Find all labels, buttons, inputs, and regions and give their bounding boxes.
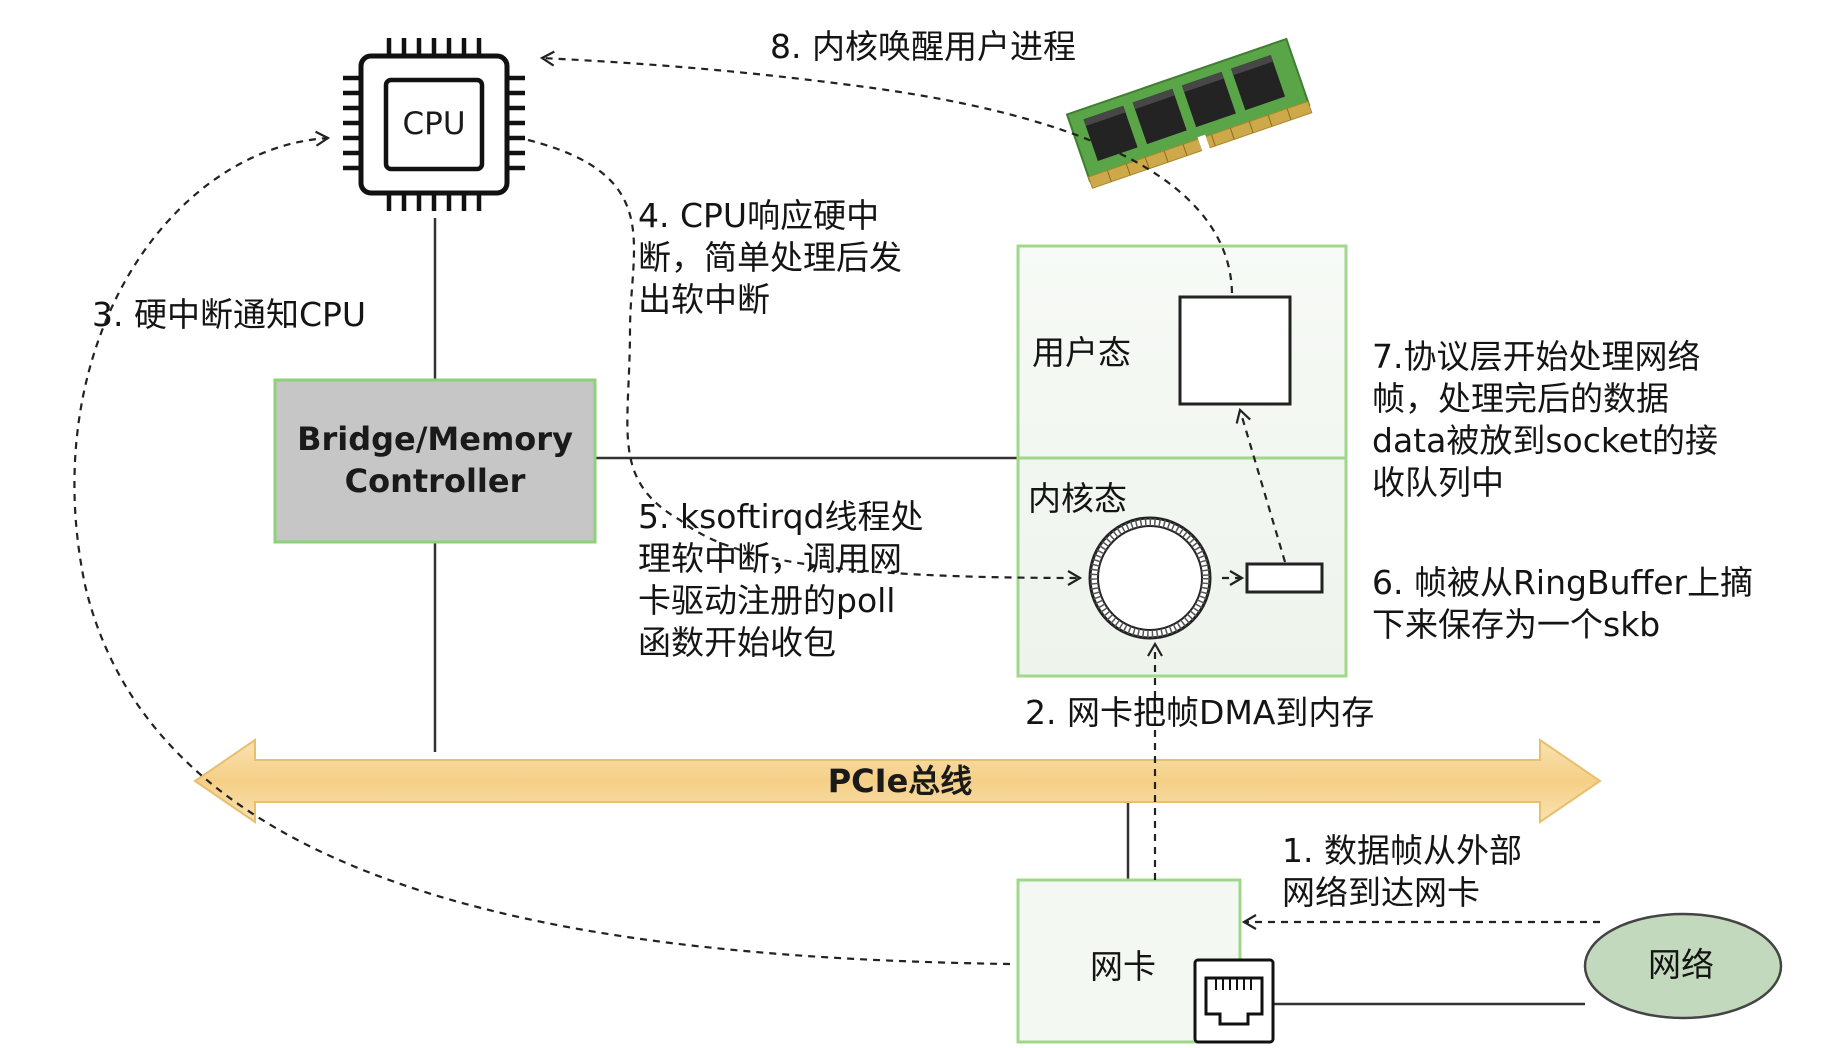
arrow-step3-hard-irq xyxy=(73,130,1011,966)
cpu-label: CPU xyxy=(402,106,466,142)
step8-label: 8. 内核唤醒用户进程 xyxy=(770,27,1076,66)
kernel-space-label: 内核态 xyxy=(1028,479,1127,518)
step6-label: 6. 帧被从RingBuffer上摘 下来保存为一个skb xyxy=(1372,563,1754,644)
network-ellipse xyxy=(1583,912,1783,1020)
step4-label: 4. CPU响应硬中 断，简单处理后发 出软中断 xyxy=(638,196,902,319)
ring-buffer xyxy=(1088,516,1212,640)
nic-label: 网卡 xyxy=(1090,947,1156,986)
user-process-box xyxy=(1178,295,1292,406)
network-label: 网络 xyxy=(1648,945,1714,984)
bridge-memory-controller-label: Bridge/Memory Controller xyxy=(297,420,573,500)
step1-label: 1. 数据帧从外部 网络到达网卡 xyxy=(1282,831,1522,912)
pcie-bus-label: PCIe总线 xyxy=(827,762,973,800)
pcie-bus-arrow xyxy=(193,738,1602,824)
bridge-memory-controller-box xyxy=(273,378,597,544)
ethernet-port-icon xyxy=(1193,958,1275,1044)
step2-label: 2. 网卡把帧DMA到内存 xyxy=(1025,693,1375,732)
step3-label: 3. 硬中断通知CPU xyxy=(92,295,367,334)
arrow-step8-wakeup xyxy=(539,50,1234,294)
arrow-step7-to-user xyxy=(1235,407,1287,563)
skb-box xyxy=(1245,562,1324,594)
memory-stick-image xyxy=(1065,37,1313,189)
cpu-chip xyxy=(343,38,525,211)
step5-label: 5. ksoftirqd线程处 理软中断，调用网 卡驱动注册的poll 函数开始… xyxy=(638,497,924,662)
arrow-step4-5-softirq xyxy=(527,138,1083,586)
user-space-label: 用户态 xyxy=(1032,333,1131,372)
step7-label: 7.协议层开始处理网络 帧，处理完后的数据 data被放到socket的接 收队… xyxy=(1372,337,1719,502)
